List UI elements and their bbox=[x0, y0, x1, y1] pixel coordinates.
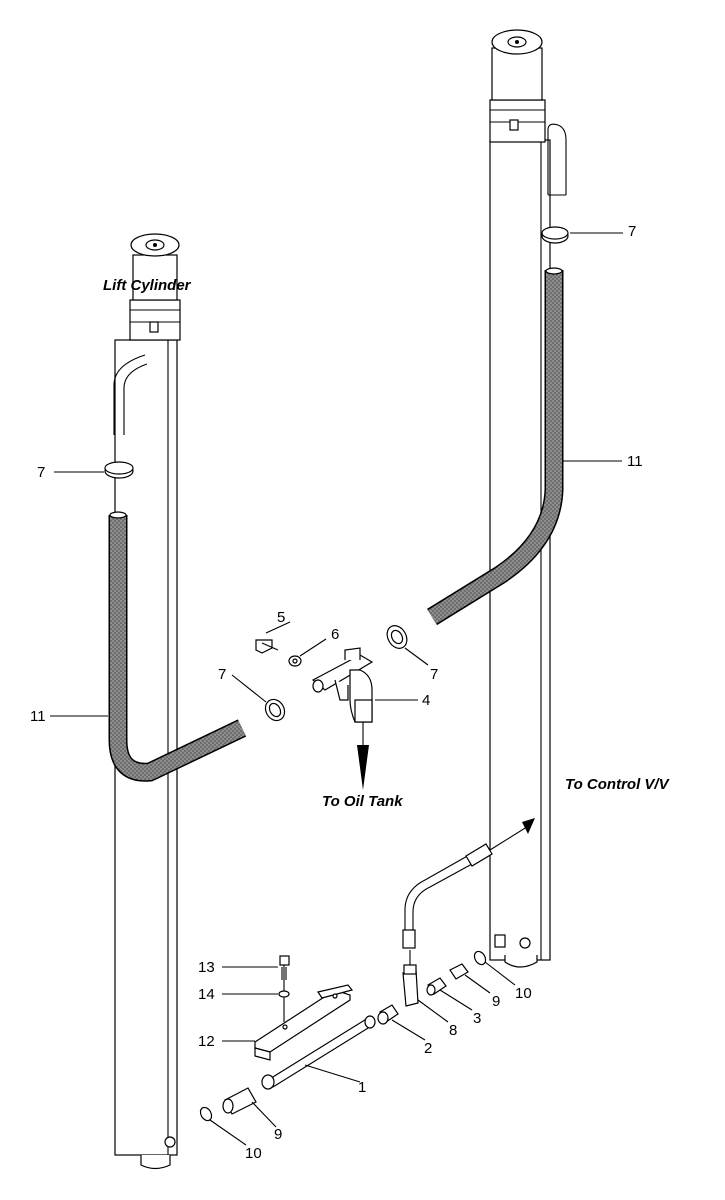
bolt bbox=[255, 639, 279, 654]
washer bbox=[288, 655, 302, 667]
left-lift-cylinder bbox=[113, 233, 181, 1170]
callout-3: 3 bbox=[473, 1010, 481, 1027]
bracket bbox=[254, 984, 354, 1061]
callout-4: 4 bbox=[422, 692, 430, 709]
callout-12: 12 bbox=[198, 1033, 215, 1050]
connector-fitting bbox=[426, 977, 447, 996]
caption-to-oil-tank: To Oil Tank bbox=[322, 793, 403, 810]
callout-9: 9 bbox=[274, 1126, 282, 1143]
bolt bbox=[279, 955, 290, 1022]
hose-clamp bbox=[541, 226, 569, 244]
pipe bbox=[261, 1015, 376, 1090]
caption-to-control-valve: To Control V/V bbox=[565, 776, 671, 793]
callout-10: 10 bbox=[515, 985, 532, 1002]
tee-block bbox=[402, 950, 419, 1007]
o-ring bbox=[473, 950, 487, 966]
callout-11: 11 bbox=[30, 708, 46, 725]
pressure-hose bbox=[402, 818, 535, 949]
callout-7: 7 bbox=[628, 223, 636, 240]
connector-fitting bbox=[449, 963, 469, 980]
callout-11: 11 bbox=[627, 453, 643, 470]
callout-10: 10 bbox=[245, 1145, 262, 1162]
callout-7: 7 bbox=[218, 666, 226, 683]
connector-fitting bbox=[222, 1087, 257, 1115]
tee-fitting bbox=[311, 647, 374, 790]
callout-13: 13 bbox=[198, 959, 215, 976]
callout-14: 14 bbox=[198, 986, 215, 1003]
callout-1: 1 bbox=[358, 1079, 366, 1096]
callout-9: 9 bbox=[492, 993, 500, 1010]
callout-5: 5 bbox=[277, 609, 285, 626]
callout-7: 7 bbox=[430, 666, 438, 683]
callout-2: 2 bbox=[424, 1040, 432, 1057]
hose-clamp bbox=[264, 698, 286, 722]
callout-8: 8 bbox=[449, 1022, 457, 1039]
callout-7: 7 bbox=[37, 464, 45, 481]
callout-6: 6 bbox=[331, 626, 339, 643]
caption-lift-cylinder: Lift Cylinder bbox=[103, 277, 192, 294]
hose-clamp bbox=[386, 625, 408, 649]
leader-lines bbox=[50, 232, 623, 1146]
hose-clamp bbox=[104, 461, 134, 479]
washer bbox=[278, 990, 290, 998]
o-ring bbox=[199, 1106, 213, 1122]
adapter-fitting bbox=[377, 1004, 399, 1025]
